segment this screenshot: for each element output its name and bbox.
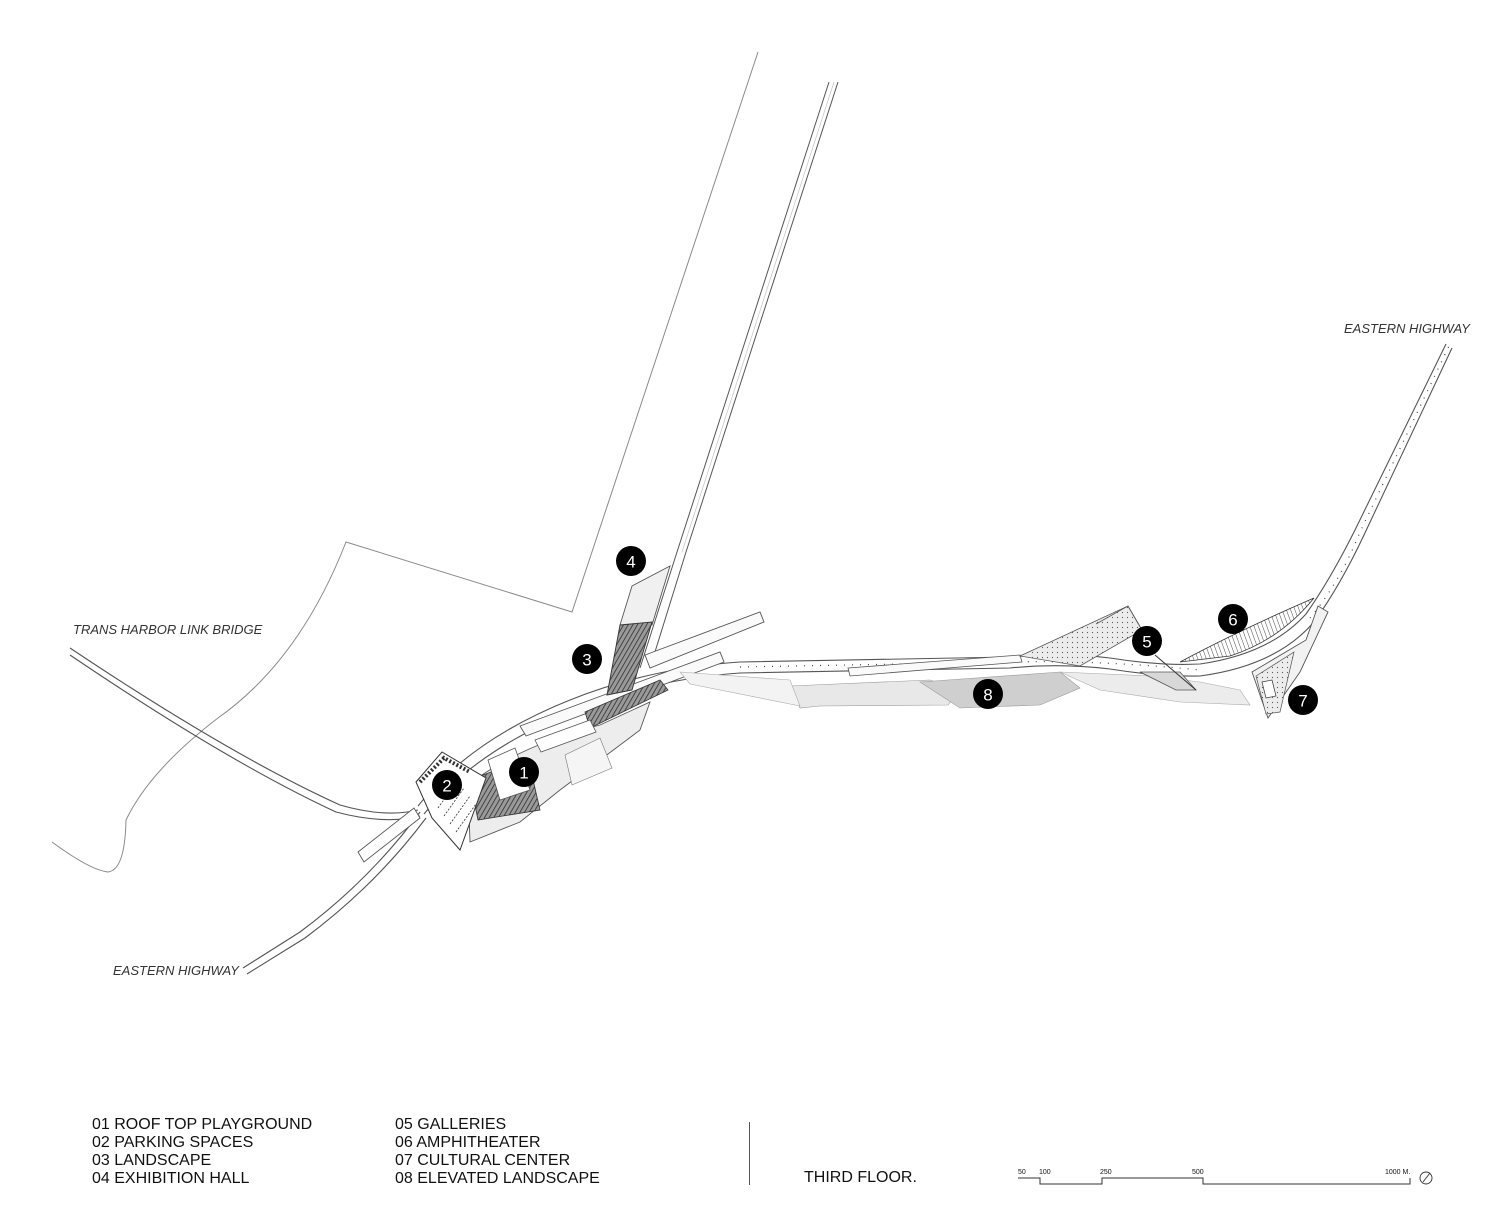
marker-6-label: 6 [1228,611,1237,630]
legend-item: 02 PARKING SPACES [92,1134,254,1151]
trans-harbor-bridge [69,647,421,821]
north-corridor [639,81,839,669]
legend-item: 07 CULTURAL CENTER [395,1152,571,1169]
scale-label: 50 [1018,1169,1026,1176]
exhibition-hall-block [619,565,671,626]
eastern-highway-west [242,811,427,975]
marker-5-label: 5 [1142,633,1151,652]
marker-7-label: 7 [1298,692,1307,711]
parking-block [415,751,487,851]
marker-2-label: 2 [442,777,451,796]
legend-divider [749,1122,750,1185]
legend-item: 08 ELEVATED LANDSCAPE [395,1170,600,1187]
marker-5: 5 [1132,626,1162,656]
legend-item: 05 GALLERIES [395,1116,507,1133]
scale-label: 500 [1192,1169,1204,1176]
legend-item: 01 ROOF TOP PLAYGROUND [92,1116,313,1133]
marker-8: 8 [973,679,1003,709]
eastern-highway-west-label: EASTERN HIGHWAY [113,963,240,978]
trans-harbor-label: TRANS HARBOR LINK BRIDGE [73,622,263,637]
marker-3-label: 3 [582,651,591,670]
marker-4: 4 [616,546,646,576]
marker-4-label: 4 [626,553,635,572]
site-plan-drawing: TRANS HARBOR LINK BRIDGE EASTERN HIGHWAY… [51,51,1471,978]
amphitheater [1179,597,1315,663]
marker-1: 1 [509,757,539,787]
legend-item: 06 AMPHITHEATER [395,1134,541,1151]
legend-column-1: 01 ROOF TOP PLAYGROUND 02 PARKING SPACES… [92,1116,312,1188]
scale-bar: 50 100 250 500 1000 M. [1018,1169,1433,1185]
legend-item: 03 LANDSCAPE [92,1152,212,1169]
floor-title: THIRD FLOOR. [804,1169,917,1186]
site-boundary-line [51,51,759,873]
eastern-highway-east-label: EASTERN HIGHWAY [1344,321,1471,336]
legend-item: 04 EXHIBITION HALL [92,1170,250,1187]
marker-1-label: 1 [519,764,528,783]
scale-label: 250 [1100,1169,1112,1176]
scale-label: 100 [1039,1169,1051,1176]
scale-label: 1000 M. [1385,1169,1410,1176]
marker-7: 7 [1288,685,1318,715]
galleries-block [1018,605,1143,667]
marker-6: 6 [1218,604,1248,634]
legend-column-2: 05 GALLERIES 06 AMPHITHEATER 07 CULTURAL… [395,1116,600,1188]
marker-3: 3 [572,644,602,674]
marker-2: 2 [432,770,462,800]
landscape-strip [606,621,653,696]
gallery-strip [847,654,1023,677]
marker-8-label: 8 [983,686,992,705]
north-arrow-icon [1419,1171,1433,1185]
